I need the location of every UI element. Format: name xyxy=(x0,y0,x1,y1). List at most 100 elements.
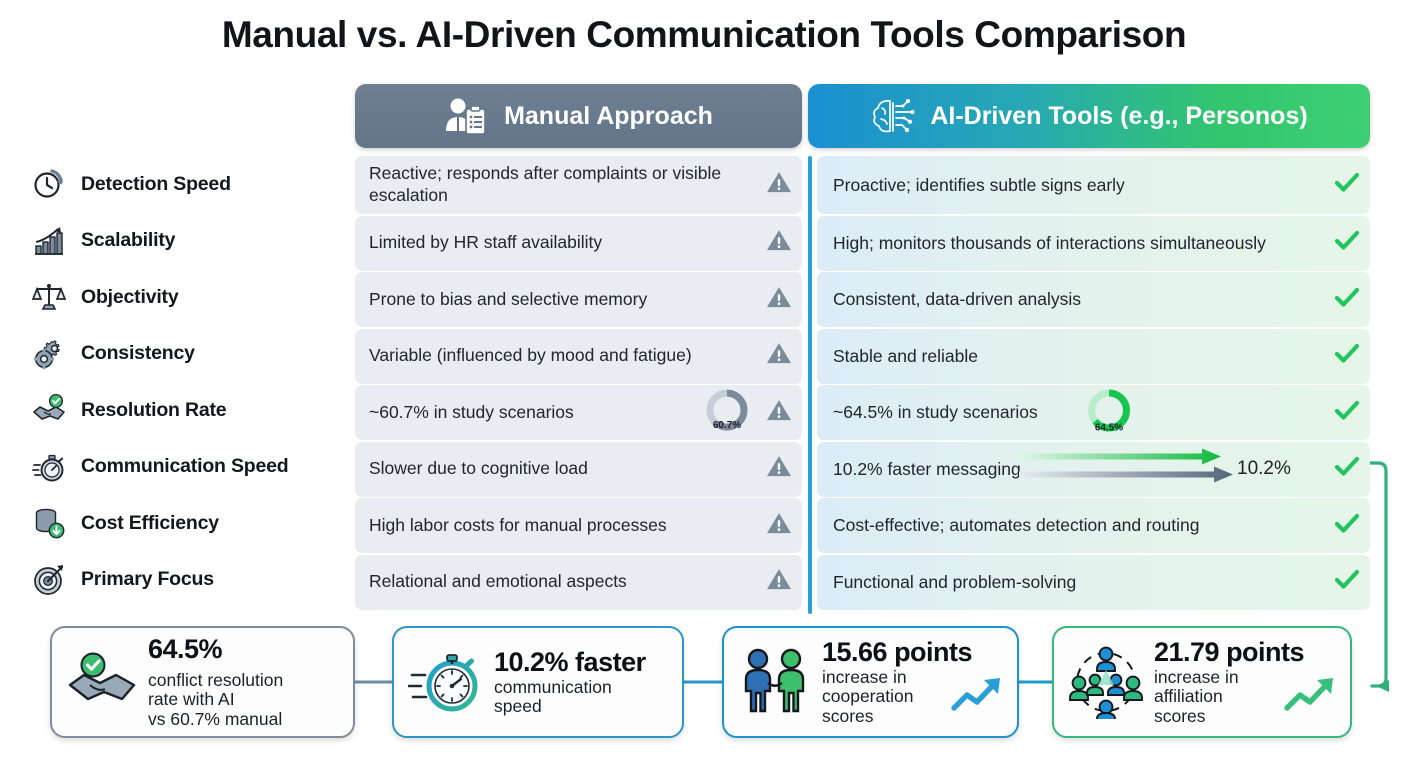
row-label-consistency: Consistency xyxy=(22,326,352,383)
warning-triangle-icon xyxy=(766,398,792,428)
row-label-text: Resolution Rate xyxy=(81,398,227,421)
row-label-resolution-rate: Resolution Rate xyxy=(22,382,352,439)
stat-label-line2: communication xyxy=(494,676,612,697)
trend-up-arrow-icon xyxy=(1284,675,1338,720)
manual-cell-text: Prone to bias and selective memory xyxy=(369,288,648,309)
stopwatch-icon xyxy=(30,448,68,486)
manual-cell-text: Reactive; responds after complaints or v… xyxy=(369,163,722,205)
person-clipboard-icon xyxy=(444,95,490,137)
header-ai-label: AI-Driven Tools (e.g., Personos) xyxy=(930,101,1308,130)
ai-cell-objectivity: Consistent, data-driven analysis xyxy=(817,272,1370,327)
gears-icon xyxy=(30,335,68,373)
ai-cell-detection-speed: Proactive; identifies subtle signs early xyxy=(817,156,1370,214)
warning-triangle-icon xyxy=(766,341,792,371)
manual-resolution-donut: 60.7% xyxy=(704,387,750,439)
ai-cell-communication-speed: 10.2% faster messaging xyxy=(817,441,1370,497)
trend-up-arrow-icon xyxy=(951,675,1005,720)
ai-cell-text: High; monitors thousands of interactions… xyxy=(833,232,1266,253)
check-mark-icon xyxy=(1332,510,1362,541)
ai-brain-circuit-icon xyxy=(870,95,916,137)
row-label-primary-focus: Primary Focus xyxy=(22,552,352,609)
manual-cell-text: Slower due to cognitive load xyxy=(369,458,588,479)
row-label-communication-speed: Communication Speed xyxy=(22,439,352,496)
row-label-text: Cost Efficiency xyxy=(81,511,219,534)
header-manual-approach: Manual Approach xyxy=(355,84,802,148)
stopwatch-icon xyxy=(408,647,484,717)
stat-label-line2: rate with AI xyxy=(148,689,235,710)
comparison-table: Manual Approach xyxy=(0,84,1408,614)
clock-refresh-icon xyxy=(30,165,68,203)
row-label-text: Primary Focus xyxy=(81,568,214,591)
target-arrow-icon xyxy=(30,561,68,599)
stat-value: 21.79 points xyxy=(1154,637,1305,668)
stat-card-text: 10.2% faster communication speed xyxy=(494,647,646,716)
check-mark-icon xyxy=(1332,170,1362,201)
check-mark-icon xyxy=(1332,454,1362,485)
stat-card-cooperation-scores: 15.66 points increase in cooperation sco… xyxy=(722,626,1019,738)
ai-cell-cost-efficiency: Cost-effective; automates detection and … xyxy=(817,498,1370,553)
manual-cell-resolution-rate: ~60.7% in study scenarios 60.7% xyxy=(355,385,802,440)
manual-cell-communication-speed: Slower due to cognitive load xyxy=(355,441,802,497)
speed-comparison-arrows xyxy=(1017,445,1247,494)
manual-column: Reactive; responds after complaints or v… xyxy=(355,156,802,611)
manual-cell-text: Relational and emotional aspects xyxy=(369,571,627,592)
ai-cell-scalability: High; monitors thousands of interactions… xyxy=(817,215,1370,271)
stat-label-line3: affiliation scores xyxy=(1154,686,1223,726)
stat-card-text: 21.79 points increase in affiliation sco… xyxy=(1154,637,1338,726)
stat-value: 64.5% xyxy=(148,634,223,665)
row-label-scalability: Scalability xyxy=(22,213,352,270)
manual-donut-value: 60.7% xyxy=(712,420,742,432)
ai-cell-text: Proactive; identifies subtle signs early xyxy=(833,174,1125,195)
check-mark-icon xyxy=(1332,567,1362,598)
ai-cell-primary-focus: Functional and problem-solving xyxy=(817,554,1370,610)
check-mark-icon xyxy=(1332,228,1362,259)
manual-cell-detection-speed: Reactive; responds after complaints or v… xyxy=(355,156,802,214)
handshake-check-icon xyxy=(30,391,68,429)
header-manual-label: Manual Approach xyxy=(504,101,713,130)
stat-card-text: 64.5% conflict resolution rate with AI v… xyxy=(148,634,341,729)
ai-cell-text: 10.2% faster messaging xyxy=(833,458,1021,479)
stat-value: 15.66 points xyxy=(822,637,973,668)
ai-cell-text: Stable and reliable xyxy=(833,345,978,366)
row-label-detection-speed: Detection Speed xyxy=(22,156,352,213)
row-label-text: Communication Speed xyxy=(81,455,289,478)
two-people-handshake-icon xyxy=(738,645,812,719)
page-title: Manual vs. AI-Driven Communication Tools… xyxy=(221,14,1187,55)
manual-cell-text: ~60.7% in study scenarios xyxy=(369,401,574,422)
ai-speed-arrow-value: 10.2% xyxy=(1237,458,1291,479)
check-mark-icon xyxy=(1332,341,1362,372)
ai-cell-text: ~64.5% in study scenarios xyxy=(833,402,1038,422)
stat-cards: 64.5% conflict resolution rate with AI v… xyxy=(0,618,1408,758)
stat-card-affiliation-scores: 21.79 points increase in affiliation sco… xyxy=(1052,626,1352,738)
row-label-text: Objectivity xyxy=(81,285,179,308)
stat-label-line2: increase in xyxy=(822,666,907,687)
manual-cell-primary-focus: Relational and emotional aspects xyxy=(355,554,802,610)
ai-cell-text: Functional and problem-solving xyxy=(833,571,1077,592)
ai-column: Proactive; identifies subtle signs early… xyxy=(808,156,1370,614)
ai-donut-value: 64.5% xyxy=(1094,422,1124,434)
ai-cell-consistency: Stable and reliable xyxy=(817,328,1370,384)
manual-cell-consistency: Variable (influenced by mood and fatigue… xyxy=(355,328,802,384)
network-people-icon xyxy=(1068,645,1144,719)
manual-cell-scalability: Limited by HR staff availability xyxy=(355,215,802,271)
manual-cell-cost-efficiency: High labor costs for manual processes xyxy=(355,498,802,553)
ai-resolution-donut: 64.5% xyxy=(1085,386,1133,439)
warning-triangle-icon xyxy=(766,228,792,258)
row-label-cost-efficiency: Cost Efficiency xyxy=(22,495,352,552)
stat-label-line3: vs 60.7% manual xyxy=(148,708,283,729)
row-label-text: Consistency xyxy=(81,342,195,365)
ai-cell-text: Consistent, data-driven analysis xyxy=(833,289,1082,309)
header-ai-tools: AI-Driven Tools (e.g., Personos) xyxy=(808,84,1370,148)
balance-scale-icon xyxy=(30,278,68,316)
warning-triangle-icon xyxy=(766,454,792,484)
warning-triangle-icon xyxy=(766,170,792,200)
row-label-objectivity: Objectivity xyxy=(22,269,352,326)
check-mark-icon xyxy=(1332,397,1362,428)
stat-label-line3: cooperation scores xyxy=(822,686,914,726)
ai-cell-resolution-rate: ~64.5% in study scenarios 64.5% xyxy=(817,385,1370,440)
warning-triangle-icon xyxy=(766,511,792,541)
handshake-check-icon xyxy=(66,651,138,713)
bar-chart-growth-icon xyxy=(30,222,68,260)
stat-label-line2: increase in xyxy=(1154,666,1239,687)
